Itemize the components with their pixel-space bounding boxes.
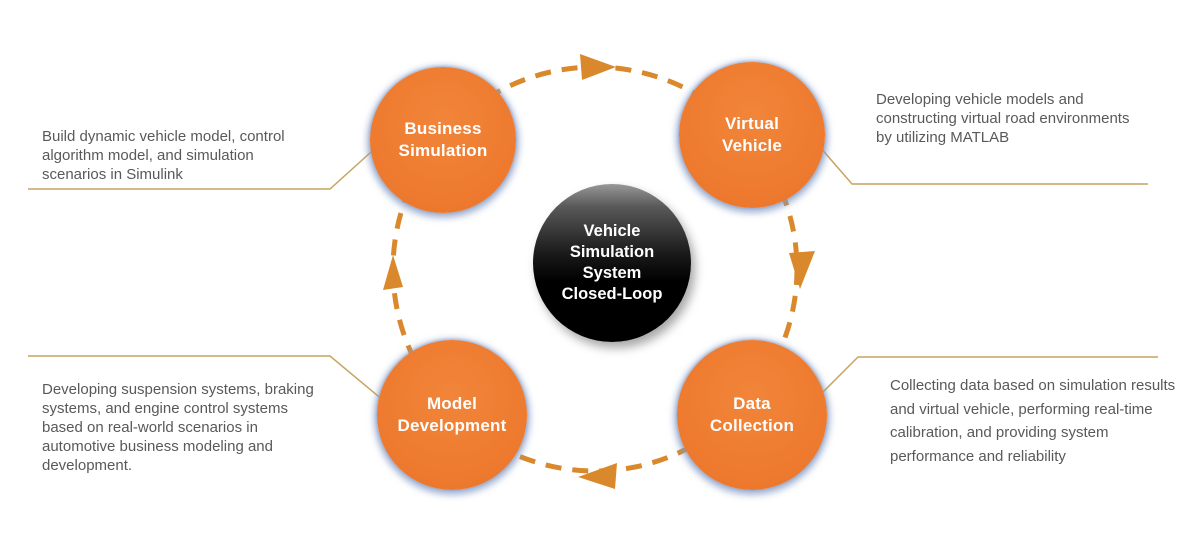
node-data-collection: Data Collection xyxy=(677,340,827,490)
center-node-label: Vehicle Simulation System Closed-Loop xyxy=(561,222,663,303)
node-label: Virtual Vehicle xyxy=(722,114,782,155)
arrow-right-icon xyxy=(580,54,616,80)
description-virtual-vehicle: Developing vehicle models and constructi… xyxy=(876,91,1130,146)
node-virtual-vehicle: Virtual Vehicle xyxy=(679,62,825,208)
arrow-up-icon xyxy=(383,255,403,290)
callout-line-bottom-right xyxy=(813,356,1158,402)
callout-line-top-left xyxy=(28,142,382,190)
center-node-vehicle-simulation-system: Vehicle Simulation System Closed-Loop xyxy=(533,184,691,342)
description-data-collection: Collecting data based on simulation resu… xyxy=(890,377,1176,465)
arrow-left-icon xyxy=(578,463,617,489)
node-business-simulation: Business Simulation xyxy=(370,67,516,213)
callout-line-top-right xyxy=(812,138,1148,185)
description-business-simulation: Build dynamic vehicle model, control alg… xyxy=(42,128,285,183)
description-model-development: Developing suspension systems, braking s… xyxy=(42,381,314,474)
node-label: Business Simulation xyxy=(398,119,488,160)
node-label: Model Development xyxy=(397,394,507,435)
node-model-development: Model Development xyxy=(377,340,527,490)
arrow-down-icon xyxy=(789,251,815,289)
node-label: Data Collection xyxy=(709,394,795,435)
callout-line-bottom-left xyxy=(28,355,385,402)
